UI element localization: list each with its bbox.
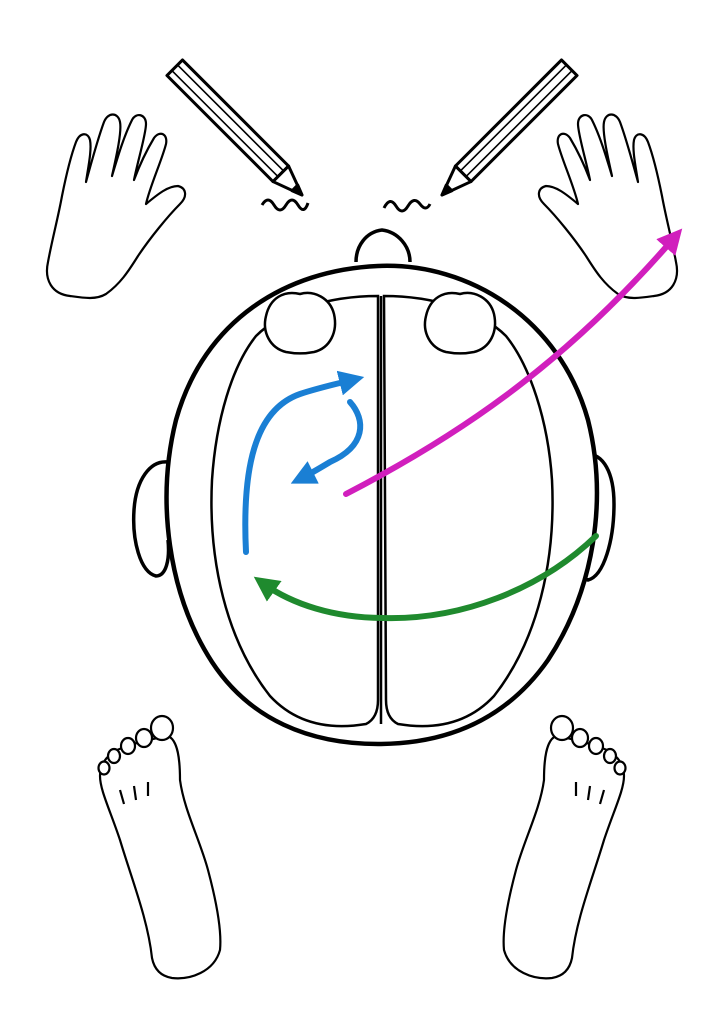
pencil-left bbox=[165, 58, 310, 212]
hand-left bbox=[45, 113, 187, 300]
hand-right bbox=[537, 113, 679, 300]
magenta-arrow bbox=[343, 228, 683, 497]
head bbox=[131, 228, 616, 747]
arrows bbox=[242, 228, 683, 622]
foot-right bbox=[502, 714, 627, 980]
foot-left bbox=[97, 714, 222, 980]
eye-right bbox=[423, 291, 497, 355]
eye-left bbox=[263, 291, 337, 355]
pencil-right bbox=[382, 58, 579, 213]
blue-loop-arrow-outer bbox=[242, 370, 365, 555]
blue-loop-arrow-inner bbox=[290, 399, 364, 484]
green-arrow bbox=[253, 533, 599, 622]
ear-left bbox=[131, 460, 171, 578]
nose bbox=[354, 228, 412, 263]
